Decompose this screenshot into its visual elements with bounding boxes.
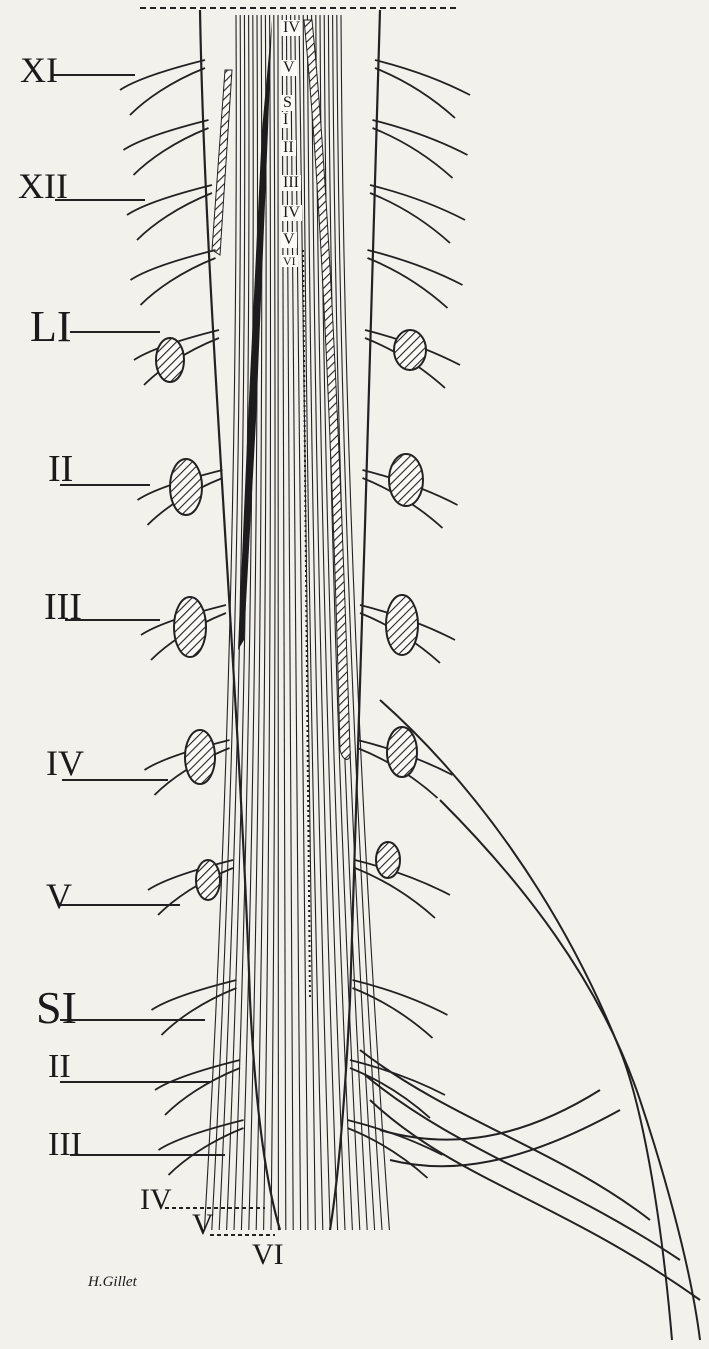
level-label-l1: LI (30, 305, 72, 349)
root-left-3 (131, 250, 216, 280)
filament-9 (271, 15, 275, 1230)
root-right-2 (370, 185, 465, 220)
root-right-0 (375, 60, 470, 95)
root-right-b-10 (350, 1068, 430, 1118)
level-label-s5: V (192, 1210, 214, 1240)
level-label-s1: SI (36, 985, 77, 1031)
root-right-1 (373, 120, 468, 155)
filament-11 (282, 15, 286, 1230)
level-label-l5: V (46, 878, 72, 914)
level-label-l2: II (48, 450, 73, 488)
ganglion-2 (170, 459, 202, 515)
illustrator-signature: H.Gillet (88, 1275, 137, 1290)
root-left-b-10 (165, 1068, 240, 1115)
level-label-s3: III (48, 1128, 82, 1162)
label-leader-lines (52, 75, 275, 1235)
root-left-b-11 (169, 1128, 244, 1175)
level-label-xii: XII (18, 168, 68, 204)
cord-segment-3: I (281, 112, 290, 128)
ganglion-7 (387, 727, 417, 777)
cord-segment-1: V (281, 60, 297, 76)
root-right-b-0 (375, 68, 455, 118)
ganglion-1 (394, 330, 426, 370)
root-right-8 (355, 860, 450, 895)
ganglion-0 (156, 338, 184, 382)
level-label-s4: IV (140, 1185, 172, 1215)
ganglion-8 (196, 860, 220, 900)
cord-segment-6: IV (281, 205, 302, 221)
ganglion-3 (389, 454, 423, 506)
level-label-l3: III (44, 588, 82, 626)
root-left-b-0 (130, 68, 205, 115)
root-left-b-2 (137, 193, 212, 240)
root-left-b-3 (141, 258, 216, 305)
cord-segment-4: II (281, 140, 296, 156)
cord-segment-0: IV (281, 20, 302, 36)
root-right-b-9 (353, 988, 433, 1038)
hatched-tract-left (212, 70, 232, 255)
level-label-xi: XI (20, 52, 58, 88)
filament-10 (278, 15, 280, 1230)
root-right-b-1 (373, 128, 453, 178)
root-left-b-9 (162, 988, 237, 1035)
root-right-b-2 (370, 193, 450, 243)
cord-segment-7: V (281, 232, 297, 248)
root-right-b-3 (368, 258, 448, 308)
level-label-s2: II (48, 1050, 71, 1084)
cord-segment-8: VI (281, 255, 298, 267)
level-label-l4: IV (46, 745, 84, 781)
ganglion-6 (185, 730, 215, 784)
level-label-s6: VI (252, 1240, 284, 1270)
ganglion-4 (174, 597, 206, 657)
root-left-b-1 (134, 128, 209, 175)
root-left-1 (124, 120, 209, 150)
root-right-3 (368, 250, 463, 285)
ganglion-9 (376, 842, 400, 878)
dark-tract-left (238, 20, 272, 650)
cord-segment-5: III (281, 175, 301, 191)
ganglion-5 (386, 595, 418, 655)
cord-segment-2: S (281, 95, 294, 111)
root-left-10 (155, 1060, 240, 1090)
